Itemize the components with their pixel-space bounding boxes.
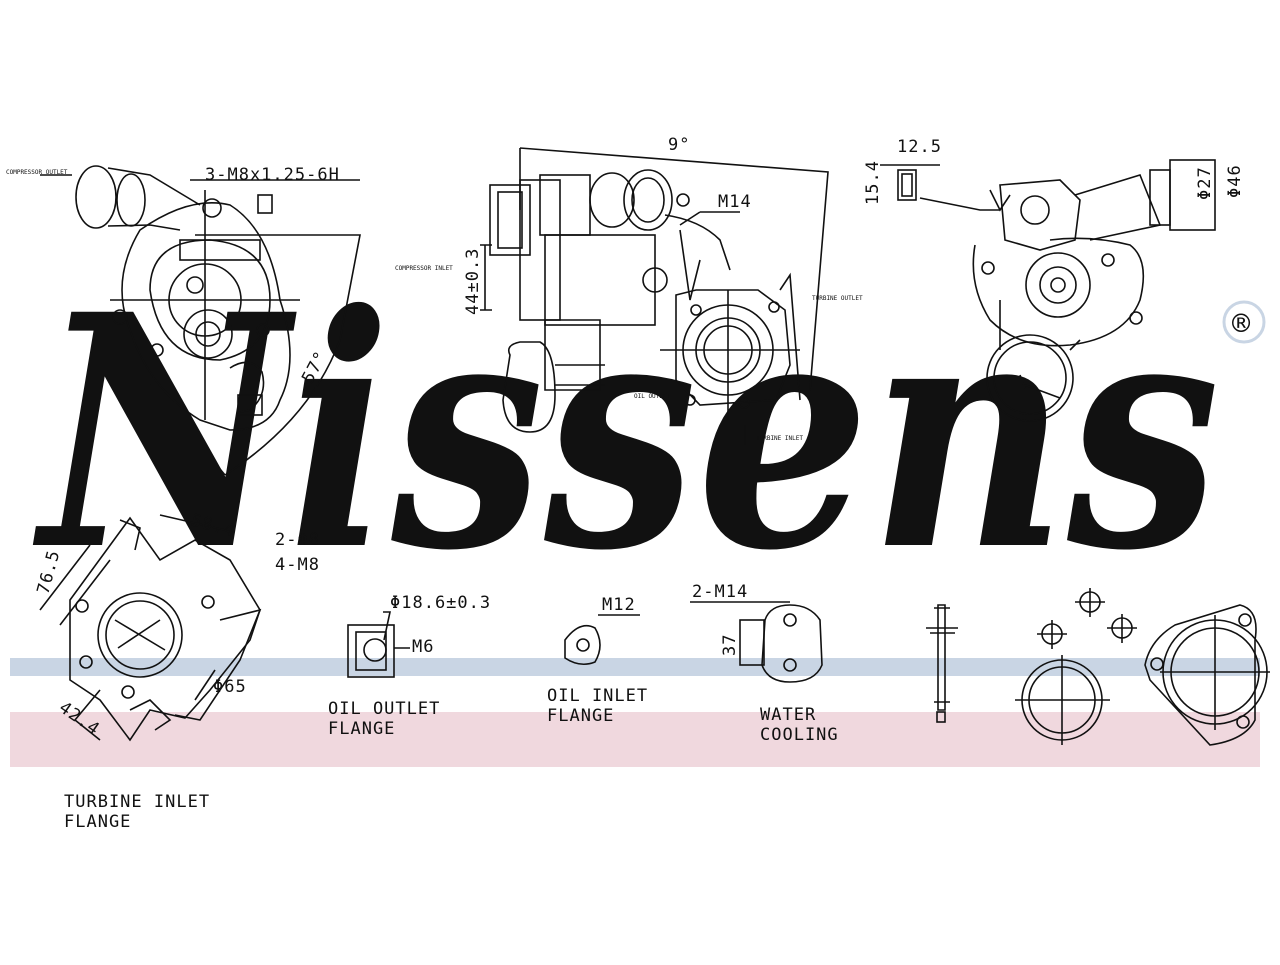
water-cooling-caption-line2: COOLING	[760, 725, 839, 745]
detail-actuator-rod	[926, 604, 958, 723]
oil-inlet-flange-caption-line1: OIL INLET	[547, 686, 648, 706]
turbine-inlet-flange-caption-line1: TURBINE INLET	[64, 792, 210, 812]
oil-outlet-flange-caption-line1: OIL OUTLET	[328, 699, 440, 719]
compressor-inlet-tag: COMPRESSOR INLET	[395, 265, 453, 272]
compressor-outlet-tag: COMPRESSOR OUTLET	[6, 169, 68, 176]
hose-outer-dia-label: Φ46	[1225, 164, 1245, 198]
actuator-angle-label: 9°	[668, 135, 690, 155]
sensor-width-label: 12.5	[897, 137, 942, 157]
detail-turbine-inlet-flange	[39, 514, 262, 742]
detail-water-cooling	[690, 601, 823, 683]
detail-gaskets	[1015, 588, 1270, 746]
studs-thread-label: 3-M8x1.25-6H	[205, 165, 340, 185]
oil-outlet-tag: OIL OUTLET	[634, 393, 671, 400]
flange-studs-label: 4-M8	[275, 555, 320, 575]
detail-oil-outlet-flange	[347, 611, 410, 678]
oil-outlet-thread-label: M6	[412, 637, 434, 657]
water-pitch-label: 37	[720, 634, 740, 656]
oil-inlet-flange-caption-line2: FLANGE	[547, 706, 614, 726]
water-cooling-caption-line1: WATER	[760, 705, 816, 725]
boss-height-label: 44±0.3	[463, 248, 483, 315]
view-compressor-side	[40, 165, 361, 476]
hose-inner-dia-label: Φ27	[1195, 166, 1215, 200]
flange-bore-label: Φ65	[213, 677, 247, 697]
blue-band	[10, 658, 1260, 676]
view-turbine-side	[880, 159, 1216, 422]
oil-port-thread-label: M14	[718, 192, 752, 212]
oil-outlet-dia-label: Φ18.6±0.3	[390, 593, 491, 613]
flange-holes-label: 2-Φ8	[275, 530, 320, 550]
turbine-outlet-tag: TURBINE OUTLET	[812, 295, 863, 302]
detail-oil-inlet-flange	[564, 614, 640, 666]
sensor-height-label: 15.4	[863, 160, 883, 205]
oil-outlet-flange-caption-line2: FLANGE	[328, 719, 395, 739]
registered-circle-icon	[1222, 300, 1266, 344]
water-threads-label: 2-M14	[692, 582, 748, 602]
turbine-inlet-tag: TURBINE INLET	[756, 435, 803, 442]
turbine-inlet-flange-caption-line2: FLANGE	[64, 812, 131, 832]
pink-band	[10, 712, 1260, 767]
oil-inlet-thread-label: M12	[602, 595, 636, 615]
brand-watermark: Nissens	[32, 246, 1220, 621]
registered-mark: ®	[1232, 307, 1251, 342]
view-actuator-front	[480, 147, 829, 445]
